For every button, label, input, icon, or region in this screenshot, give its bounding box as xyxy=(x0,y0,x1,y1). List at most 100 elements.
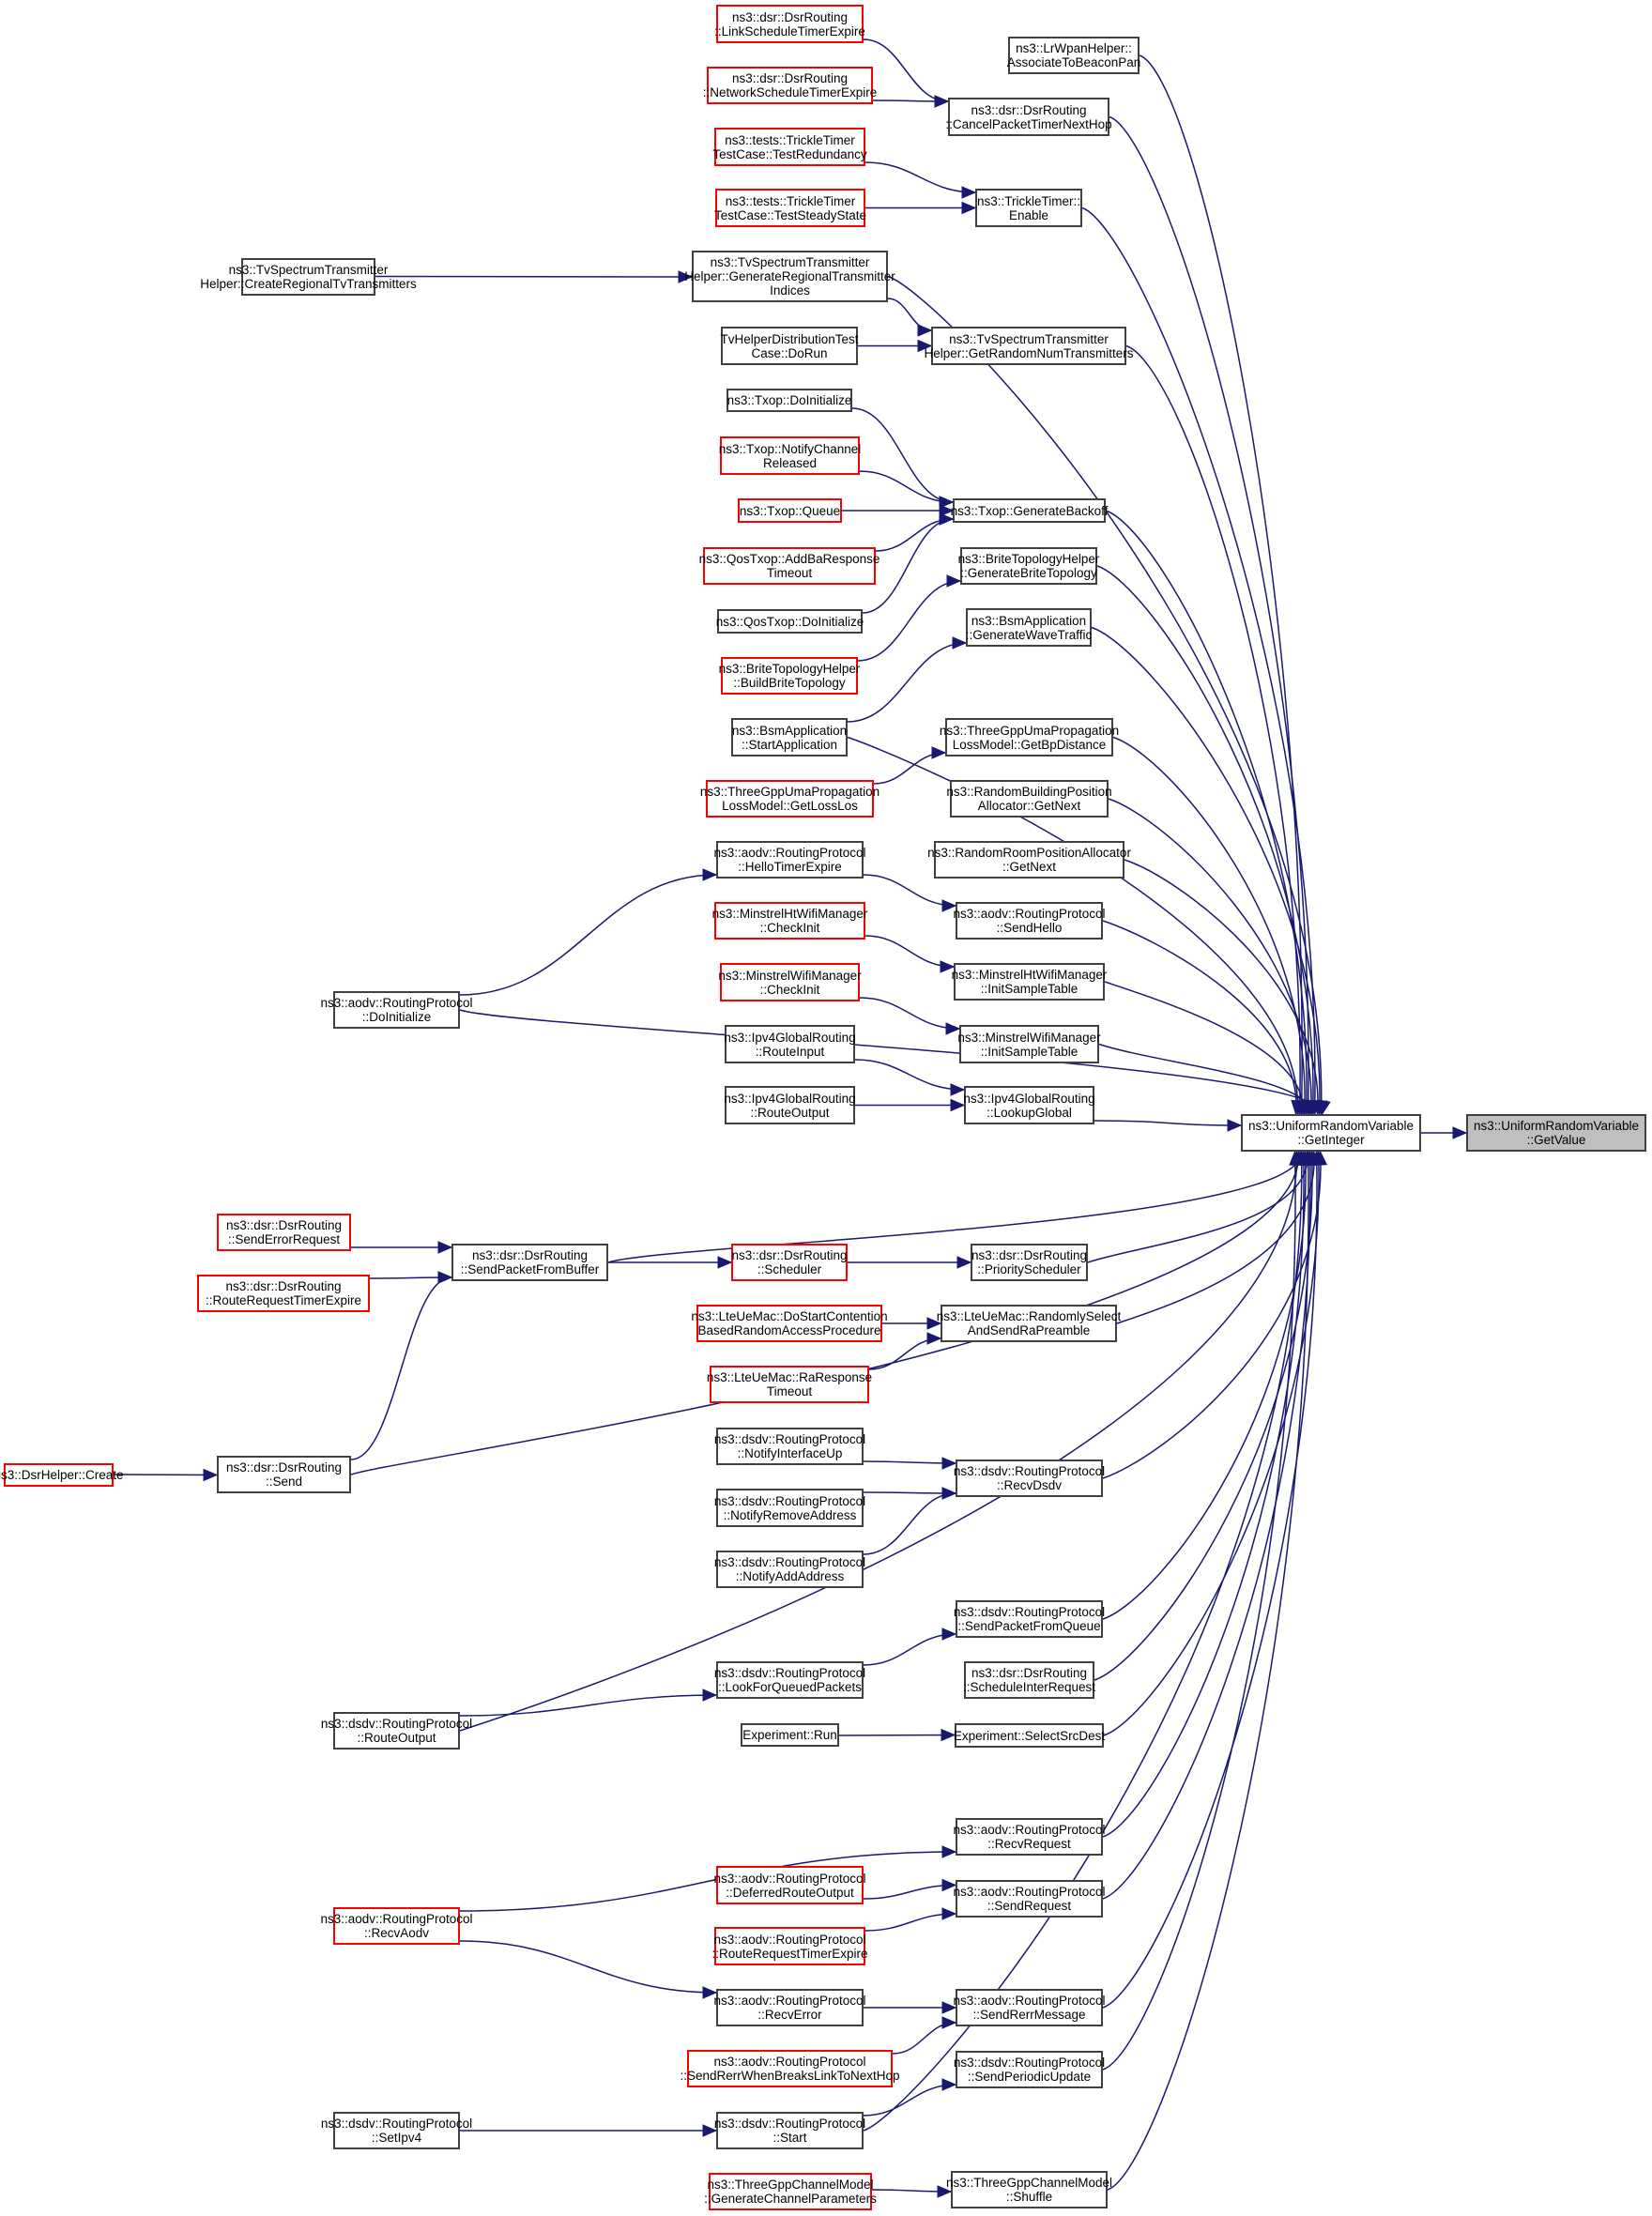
graph-node-mhtcheck[interactable]: ns3::MinstrelHtWifiManager ::CheckInit xyxy=(712,902,867,940)
graph-node-dsdvrouteoutput[interactable]: ns3::dsdv::RoutingProtocol ::RouteOutput xyxy=(321,1712,472,1750)
edge-notifyadd-to-recvdsdv xyxy=(863,1492,956,1555)
edge-recvdsdv-to-getinteger xyxy=(1102,1151,1322,1479)
graph-node-cancelpkt[interactable]: ns3::dsr::DsrRouting ::CancelPacketTimer… xyxy=(945,98,1112,136)
arrowhead-recvaodv-to-recverror xyxy=(702,1986,718,1999)
graph-node-senderrbreaks[interactable]: ns3::aodv::RoutingProtocol ::SendRerrWhe… xyxy=(680,2050,900,2087)
graph-node-genregional[interactable]: ns3::TvSpectrumTransmitter Helper::Gener… xyxy=(684,251,895,302)
graph-node-getinteger[interactable]: ns3::UniformRandomVariable ::GetInteger xyxy=(1241,1114,1421,1152)
graph-node-netsched[interactable]: ns3::dsr::DsrRouting ::NetworkScheduleTi… xyxy=(703,67,877,104)
graph-node-lookupglobal[interactable]: ns3::Ipv4GlobalRouting ::LookupGlobal xyxy=(963,1086,1095,1124)
graph-node-ipv4routeoutput[interactable]: ns3::Ipv4GlobalRouting ::RouteOutput xyxy=(724,1086,856,1124)
arrowhead-buildbrite-to-genbrite xyxy=(946,574,962,588)
arrowhead-qosinit-to-genbackoff xyxy=(939,512,955,526)
arrowhead-shuffle-to-getinteger xyxy=(1302,1150,1315,1166)
graph-node-lookforq[interactable]: ns3::dsdv::RoutingProtocol ::LookForQueu… xyxy=(714,1661,865,1699)
graph-node-lrwpan[interactable]: ns3::LrWpanHelper:: AssociateToBeaconPan xyxy=(1007,37,1140,74)
graph-node-dsrsend[interactable]: ns3::dsr::DsrRouting ::Send xyxy=(217,1456,351,1493)
edge-dsdvrouteoutput-to-getinteger xyxy=(459,1151,1298,1732)
arrowhead-dostart-to-randsel xyxy=(926,1317,942,1330)
graph-node-addba[interactable]: ns3::QosTxop::AddBaResponse Timeout xyxy=(699,547,880,585)
graph-node-senderrmsg[interactable]: ns3::aodv::RoutingProtocol ::SendRerrMes… xyxy=(953,1989,1106,2026)
graph-node-txopinit[interactable]: ns3::Txop::DoInitialize xyxy=(727,389,852,412)
edge-testredund-to-trickleenable xyxy=(864,161,976,193)
arrowhead-routeinput-to-lookupglobal xyxy=(950,1083,966,1096)
edge-selectsrc-to-getinteger xyxy=(1103,1151,1320,1736)
graph-node-recvaodv[interactable]: ns3::aodv::RoutingProtocol ::RecvAodv xyxy=(320,1907,473,1945)
graph-node-notifyup[interactable]: ns3::dsdv::RoutingProtocol ::NotifyInter… xyxy=(714,1428,865,1465)
graph-node-exprun[interactable]: Experiment::Run xyxy=(741,1723,839,1747)
arrowhead-dsdvrouteoutput-to-lookforq xyxy=(702,1689,718,1702)
graph-node-sendpktqueue[interactable]: ns3::dsdv::RoutingProtocol ::SendPacketF… xyxy=(954,1600,1105,1638)
graph-node-recvreq[interactable]: ns3::aodv::RoutingProtocol ::RecvRequest xyxy=(953,1818,1106,1856)
graph-node-randsel[interactable]: ns3::LteUeMac::RandomlySelect AndSendRaP… xyxy=(937,1305,1121,1342)
graph-node-genbrite[interactable]: ns3::BriteTopologyHelper ::GenerateBrite… xyxy=(958,547,1099,585)
edge-sendhello-to-getinteger xyxy=(1102,920,1297,1115)
graph-node-sendperiodic[interactable]: ns3::dsdv::RoutingProtocol ::SendPeriodi… xyxy=(954,2051,1105,2088)
graph-node-dsrhelpercreate[interactable]: ns3::DsrHelper::Create xyxy=(0,1463,124,1487)
graph-node-notifychan[interactable]: ns3::Txop::NotifyChannel Released xyxy=(719,436,861,475)
graph-node-schedinter[interactable]: ns3::dsr::DsrRouting ::ScheduleInterRequ… xyxy=(963,1661,1095,1699)
graph-node-qosinit[interactable]: ns3::QosTxop::DoInitialize xyxy=(716,609,864,634)
graph-node-tvdorun[interactable]: TvHelperDistributionTest Case::DoRun xyxy=(720,327,859,365)
edge-lookupglobal-to-getinteger xyxy=(1094,1120,1242,1126)
graph-node-txopqueue[interactable]: ns3::Txop::Queue xyxy=(738,498,842,523)
graph-node-hellotimer[interactable]: ns3::aodv::RoutingProtocol ::HelloTimerE… xyxy=(713,841,866,879)
edge-senderrbreaks-to-senderrmsg xyxy=(892,2022,956,2055)
graph-node-sendpktbuf[interactable]: ns3::dsr::DsrRouting ::SendPacketFromBuf… xyxy=(451,1244,608,1281)
graph-node-selectsrc[interactable]: Experiment::SelectSrcDest xyxy=(954,1723,1105,1748)
arrowhead-lookupglobal-to-getinteger xyxy=(1227,1119,1243,1132)
graph-node-dsrroutereq[interactable]: ns3::dsr::DsrRouting ::RouteRequestTimer… xyxy=(197,1275,370,1312)
graph-node-teststeady[interactable]: ns3::tests::TrickleTimer TestCase::TestS… xyxy=(714,189,866,227)
graph-node-deferred[interactable]: ns3::aodv::RoutingProtocol ::DeferredRou… xyxy=(713,1866,866,1904)
edge-dsdvrouteoutput-to-lookforq xyxy=(459,1694,717,1717)
graph-node-genchanparams[interactable]: ns3::ThreeGppChannelModel ::GenerateChan… xyxy=(704,2173,877,2210)
graph-node-aodvinit[interactable]: ns3::aodv::RoutingProtocol ::DoInitializ… xyxy=(320,991,473,1029)
graph-node-sendhello[interactable]: ns3::aodv::RoutingProtocol ::SendHello xyxy=(953,902,1106,940)
graph-node-notifyadd[interactable]: ns3::dsdv::RoutingProtocol ::NotifyAddAd… xyxy=(714,1551,865,1588)
graph-node-aodvroutereq[interactable]: ns3::aodv::RoutingProtocol ::RouteReques… xyxy=(711,1927,868,1965)
arrowhead-raresp-to-randsel xyxy=(926,1332,942,1345)
graph-node-notifyrem[interactable]: ns3::dsdv::RoutingProtocol ::NotifyRemov… xyxy=(714,1489,865,1527)
graph-node-recvdsdv[interactable]: ns3::dsdv::RoutingProtocol ::RecvDsdv xyxy=(954,1460,1105,1497)
edge-senderrmsg-to-getinteger xyxy=(1102,1151,1318,2009)
graph-node-sendreq[interactable]: ns3::aodv::RoutingProtocol ::SendRequest xyxy=(953,1880,1106,1918)
graph-node-shuffle[interactable]: ns3::ThreeGppChannelModel ::Shuffle xyxy=(946,2171,1112,2208)
graph-node-mhtinit[interactable]: ns3::MinstrelHtWifiManager ::InitSampleT… xyxy=(952,963,1107,1001)
graph-node-testredund[interactable]: ns3::tests::TrickleTimer TestCase::TestR… xyxy=(712,128,867,166)
graph-node-buildbrite[interactable]: ns3::BriteTopologyHelper ::BuildBriteTop… xyxy=(719,657,860,695)
graph-node-genwave[interactable]: ns3::BsmApplication ::GenerateWaveTraffi… xyxy=(966,608,1092,647)
graph-node-linksched[interactable]: ns3::dsr::DsrRouting ::LinkScheduleTimer… xyxy=(714,5,865,43)
graph-node-dsdvstart[interactable]: ns3::dsdv::RoutingProtocol ::Start xyxy=(714,2112,865,2149)
graph-node-trickleenable[interactable]: ns3::TrickleTimer:: Enable xyxy=(975,189,1082,227)
graph-node-mcheck[interactable]: ns3::MinstrelWifiManager ::CheckInit xyxy=(718,963,862,1001)
edge-routeinput-to-lookupglobal xyxy=(854,1059,965,1091)
graph-node-minit[interactable]: ns3::MinstrelWifiManager ::InitSampleTab… xyxy=(957,1025,1101,1063)
arrowhead-dsrsched-to-prisched xyxy=(956,1256,972,1269)
arrowhead-txopqueue-to-genbackoff xyxy=(939,504,955,517)
graph-node-getbp[interactable]: ns3::ThreeGppUmaPropagation LossModel::G… xyxy=(940,718,1119,756)
edge-recvreq-to-getinteger xyxy=(1102,1151,1305,1838)
arrowhead-senderrmsg-to-getinteger xyxy=(1310,1150,1323,1166)
graph-node-recverror[interactable]: ns3::aodv::RoutingProtocol ::RecvError xyxy=(713,1989,866,2026)
arrowhead-testredund-to-trickleenable xyxy=(961,186,977,199)
graph-node-setipv4[interactable]: ns3::dsdv::RoutingProtocol ::SetIpv4 xyxy=(321,2112,472,2149)
graph-node-getlosslos[interactable]: ns3::ThreeGppUmaPropagation LossModel::G… xyxy=(700,780,880,818)
arrowhead-getinteger-to-getvalue xyxy=(1452,1126,1468,1139)
graph-node-prisched[interactable]: ns3::dsr::DsrRouting ::PriorityScheduler xyxy=(971,1244,1088,1281)
graph-node-routeinput[interactable]: ns3::Ipv4GlobalRouting ::RouteInput xyxy=(724,1025,856,1063)
graph-node-raresp[interactable]: ns3::LteUeMac::RaResponse Timeout xyxy=(707,1366,872,1403)
graph-node-rbpgetnext[interactable]: ns3::RandomBuildingPosition Allocator::G… xyxy=(946,780,1112,818)
arrowhead-exprun-to-selectsrc xyxy=(941,1728,956,1742)
graph-node-genbackoff[interactable]: ns3::Txop::GenerateBackoff xyxy=(951,498,1108,523)
graph-node-getrandomnum[interactable]: ns3::TvSpectrumTransmitter Helper::GetRa… xyxy=(924,327,1134,365)
graph-node-dsrsched[interactable]: ns3::dsr::DsrRouting ::Scheduler xyxy=(731,1244,848,1281)
graph-node-createregional[interactable]: ns3::TvSpectrumTransmitter Helper::Creat… xyxy=(200,258,417,296)
edge-recvaodv-to-recvreq xyxy=(459,1851,956,1912)
graph-node-senderrreq[interactable]: ns3::dsr::DsrRouting ::SendErrorRequest xyxy=(217,1214,351,1251)
arrowhead-mcheck-to-minit xyxy=(945,1022,961,1035)
arrowhead-genregional-to-getrandomnum xyxy=(917,324,933,337)
graph-node-startapp[interactable]: ns3::BsmApplication ::StartApplication xyxy=(731,718,848,756)
arrowhead-notifyadd-to-recvdsdv xyxy=(941,1487,957,1500)
graph-node-rrpgetnext[interactable]: ns3::RandomRoomPositionAllocator ::GetNe… xyxy=(927,841,1131,879)
graph-node-dostart[interactable]: ns3::LteUeMac::DoStartContention BasedRa… xyxy=(691,1305,888,1342)
